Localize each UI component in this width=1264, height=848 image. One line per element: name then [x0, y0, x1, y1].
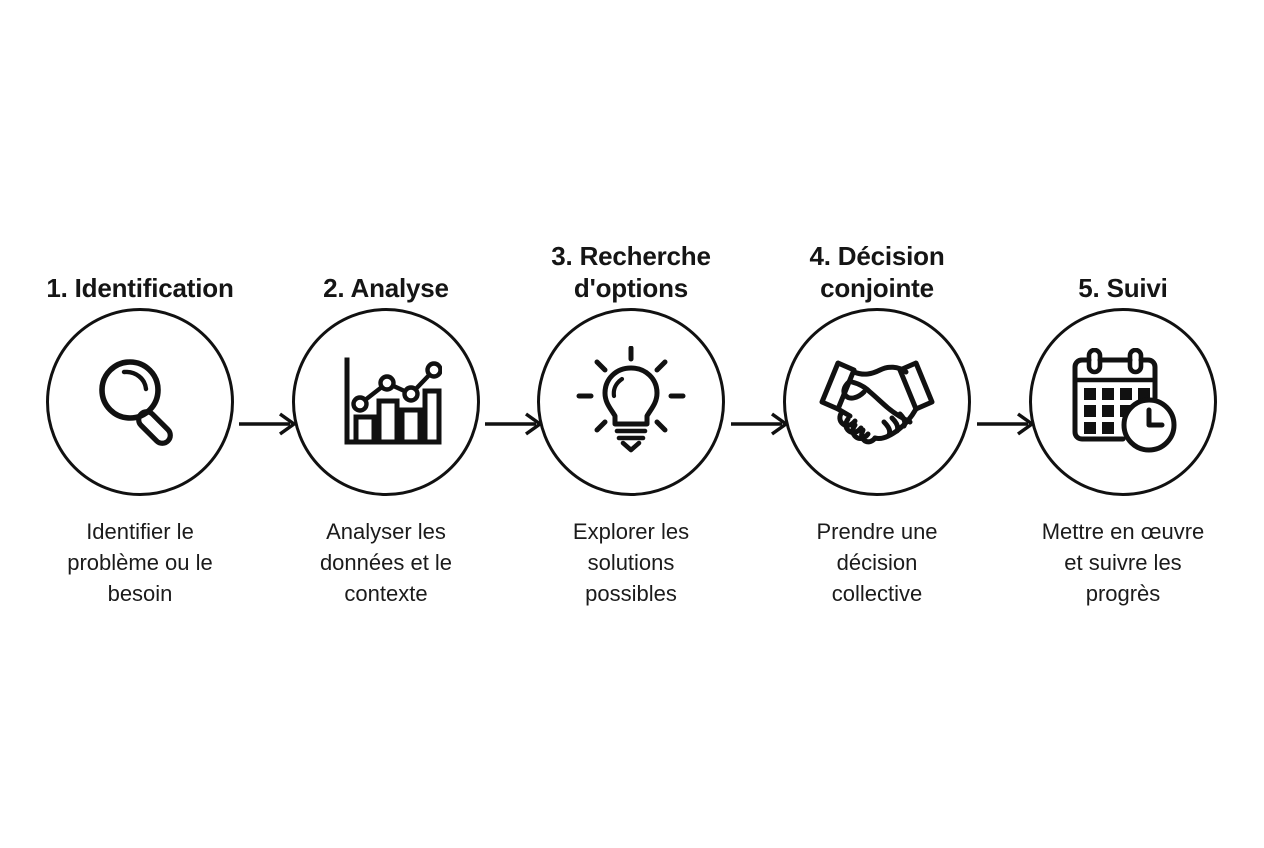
step-2-title: 2. Analyse — [323, 272, 449, 303]
step-3-title: 3. Recherche d'options — [551, 240, 711, 303]
step-4-icon-circle — [783, 308, 971, 496]
step-1-caption: Identifier le problème ou le besoin — [67, 519, 213, 607]
process-step-2: 2. Analyse — [263, 232, 509, 610]
step-1-title: 1. Identification — [46, 272, 234, 303]
step-2-caption: Analyser les données et le contexte — [319, 519, 453, 607]
step-2-icon-circle — [292, 308, 480, 496]
step-1-icon-circle — [46, 308, 234, 496]
lightbulb-icon — [575, 346, 687, 458]
magnifying-glass-icon — [84, 346, 196, 458]
process-step-3: 3. Recherche d'options — [508, 232, 754, 610]
step-4-title: 4. Décision conjointe — [809, 240, 945, 303]
step-5-title: 5. Suivi — [1078, 272, 1168, 303]
step-3-caption: Explorer les solutions possibles — [572, 519, 690, 607]
bar-chart-line-icon — [330, 346, 442, 458]
step-4-caption: Prendre une décision collective — [816, 519, 938, 607]
step-3-icon-circle — [537, 308, 725, 496]
process-step-1: 1. Identification Identifier le problème… — [17, 232, 263, 610]
handshake-icon — [818, 354, 936, 450]
calendar-clock-icon — [1067, 348, 1179, 456]
step-5-caption: Mettre en œuvre et suivre les progrès — [1041, 519, 1205, 607]
process-step-4: 4. Décision conjointe — [754, 232, 1000, 610]
step-5-icon-circle — [1029, 308, 1217, 496]
process-step-5: 5. Suivi — [1000, 232, 1246, 610]
